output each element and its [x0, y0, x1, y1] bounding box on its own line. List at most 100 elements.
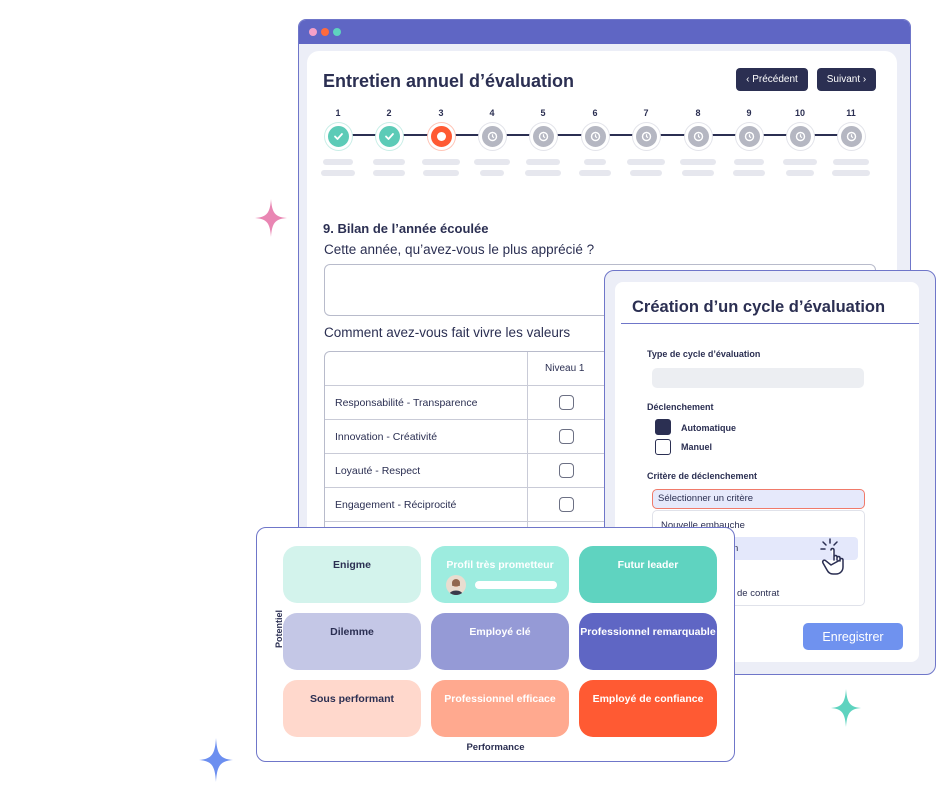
value-label: Innovation - Créativité — [335, 431, 438, 443]
step-label-placeholder — [682, 170, 714, 176]
table-divider — [527, 352, 528, 578]
panel-divider — [621, 323, 919, 324]
panel-title: Création d’un cycle d’évaluation — [632, 298, 886, 316]
clock-icon — [684, 123, 712, 150]
avatar — [446, 575, 466, 595]
x-axis-label: Performance — [466, 742, 525, 753]
cell-label: Employé clé — [469, 626, 531, 638]
step-label-placeholder — [733, 170, 765, 176]
step-9[interactable]: 9 — [729, 106, 769, 176]
dropdown-option-highlighted[interactable]: n — [733, 543, 739, 554]
criteria-select[interactable]: Sélectionner un critère — [652, 489, 865, 509]
step-6[interactable]: 6 — [575, 106, 615, 176]
clock-icon — [786, 123, 814, 150]
step-11[interactable]: 11 — [831, 106, 871, 176]
next-button[interactable]: Suivant › — [817, 68, 876, 91]
cell-label: Professionnel efficace — [444, 693, 556, 705]
step-label-placeholder — [833, 159, 869, 165]
cell-label: Profil très prometteur — [446, 559, 554, 571]
niveau-1-checkbox[interactable] — [559, 395, 574, 410]
step-1[interactable]: 1 — [318, 106, 358, 176]
step-7[interactable]: 7 — [626, 106, 666, 176]
sparkle-pink-icon — [255, 199, 287, 237]
step-label-placeholder — [579, 170, 611, 176]
nine-box-cell[interactable]: Profil très prometteur — [431, 546, 569, 603]
step-label-placeholder — [474, 159, 510, 165]
table-row: Innovation - Créativité — [325, 420, 623, 454]
nine-box-cell[interactable]: Enigme — [283, 546, 421, 603]
step-number: 5 — [540, 108, 546, 118]
nine-box-cell[interactable]: Professionnel remarquable — [579, 613, 717, 670]
niveau-1-checkbox[interactable] — [559, 463, 574, 478]
step-label-placeholder — [630, 170, 662, 176]
step-label-placeholder — [526, 159, 560, 165]
step-label-placeholder — [832, 170, 870, 176]
nine-box-cell[interactable]: Futur leader — [579, 546, 717, 603]
previous-button[interactable]: ‹ Précédent — [736, 68, 808, 91]
step-label-placeholder — [373, 170, 405, 176]
step-3[interactable]: 3 — [421, 106, 461, 176]
current-step-icon — [427, 123, 455, 150]
manual-checkbox[interactable] — [655, 439, 671, 455]
window-dot-pink[interactable] — [309, 28, 317, 36]
table-row: Loyauté - Respect — [325, 454, 623, 488]
niveau-1-checkbox[interactable] — [559, 429, 574, 444]
cycle-creation-panel: Création d’un cycle d’évaluation Type de… — [604, 270, 936, 675]
clock-icon — [529, 123, 557, 150]
step-4[interactable]: 4 — [472, 106, 512, 176]
step-label-placeholder — [786, 170, 814, 176]
automatic-checkbox[interactable] — [655, 419, 671, 435]
manual-label: Manuel — [681, 442, 713, 452]
value-label: Engagement - Réciprocité — [335, 499, 457, 511]
step-number: 3 — [438, 108, 444, 118]
pointer-hand-icon — [820, 538, 844, 575]
window-dot-orange[interactable] — [321, 28, 329, 36]
step-label-placeholder — [525, 170, 561, 176]
cycle-type-input[interactable] — [652, 368, 864, 388]
step-10[interactable]: 10 — [780, 106, 820, 176]
cycle-creation-card: Création d’un cycle d’évaluation Type de… — [615, 282, 919, 662]
table-row: Responsabilité - Transparence — [325, 386, 623, 420]
nine-box-cell[interactable]: Sous performant — [283, 680, 421, 737]
step-number: 4 — [489, 108, 495, 118]
cell-label: Futur leader — [617, 559, 679, 571]
question-prompt: Cette année, qu’avez-vous le plus appréc… — [324, 242, 595, 257]
nine-box-cell[interactable]: Professionnel efficace — [431, 680, 569, 737]
niveau-1-checkbox[interactable] — [559, 497, 574, 512]
save-button[interactable]: Enregistrer — [803, 623, 903, 650]
criteria-label: Critère de déclenchement — [647, 471, 758, 481]
window-dot-teal[interactable] — [333, 28, 341, 36]
nine-box-cell[interactable]: Employé de confiance — [579, 680, 717, 737]
clock-icon — [478, 123, 506, 150]
step-label-placeholder — [422, 159, 460, 165]
step-number: 11 — [846, 108, 856, 118]
table-header: Niveau 1 — [325, 352, 623, 386]
step-8[interactable]: 8 — [678, 106, 718, 176]
clock-icon — [581, 123, 609, 150]
question-prompt-values: Comment avez-vous fait vivre les valeurs — [324, 325, 571, 340]
dropdown-option-contract[interactable]: de contrat — [737, 588, 780, 599]
step-2[interactable]: 2 — [369, 106, 409, 176]
step-label-placeholder — [680, 159, 716, 165]
nine-box-cell[interactable]: Employé clé — [431, 613, 569, 670]
step-label-placeholder — [480, 170, 504, 176]
cell-label: Sous performant — [309, 693, 394, 705]
step-label-placeholder — [423, 170, 459, 176]
cycle-type-label: Type de cycle d’évaluation — [647, 349, 761, 359]
cell-label: Professionnel remarquable — [580, 626, 716, 638]
column-header-niveau-1: Niveau 1 — [545, 363, 585, 374]
step-number: 1 — [335, 108, 341, 118]
window-titlebar — [299, 20, 910, 44]
step-label-placeholder — [373, 159, 405, 165]
step-number: 10 — [794, 108, 805, 118]
cell-label: Dilemme — [330, 626, 374, 638]
cell-label: Employé de confiance — [592, 693, 704, 705]
nine-box-cell[interactable]: Dilemme — [283, 613, 421, 670]
step-5[interactable]: 5 — [523, 106, 563, 176]
dropdown-option-new-hire[interactable]: Nouvelle embauche — [661, 520, 745, 531]
automatic-label: Automatique — [681, 423, 736, 433]
clock-icon — [837, 123, 865, 150]
step-number: 9 — [746, 108, 752, 118]
check-icon — [324, 123, 352, 150]
